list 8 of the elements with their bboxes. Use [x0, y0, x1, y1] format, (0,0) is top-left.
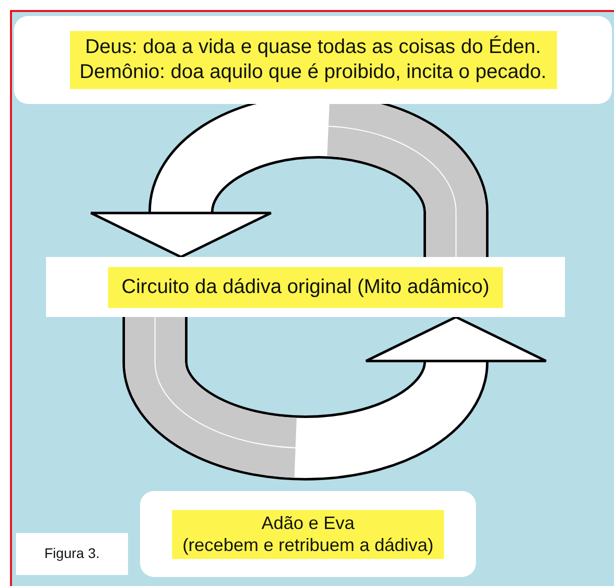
- curved-block-arrow: [122, 316, 548, 480]
- text-box: [46, 257, 565, 317]
- text-box: [14, 16, 612, 104]
- highlighted-text: Deus: doa a vida e quase todas as coisas do Éden.: [85, 35, 541, 60]
- caption-box: [16, 533, 128, 575]
- text-box: [140, 491, 476, 577]
- figure-caption: Figura 3.: [44, 545, 100, 563]
- highlighted-text: Demônio: doa aquilo que é proibido, incita o pecado.: [80, 60, 546, 85]
